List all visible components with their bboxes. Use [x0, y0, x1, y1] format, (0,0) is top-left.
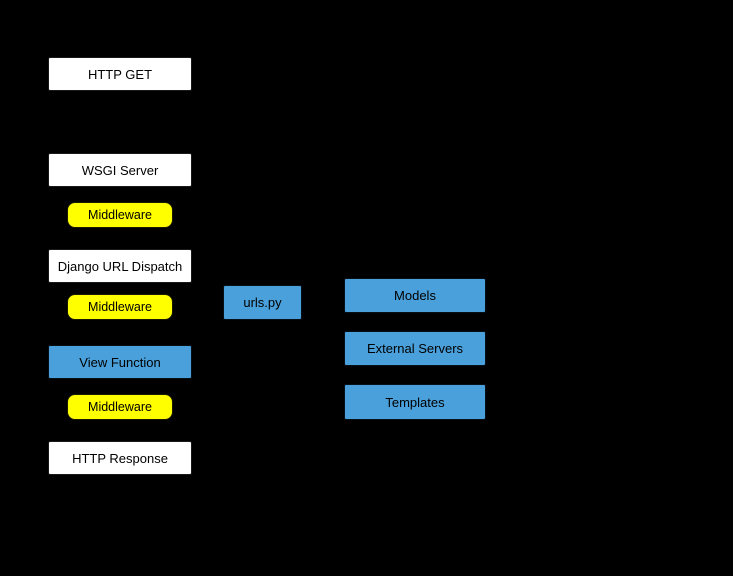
node-middleware-request-2: Middleware [67, 294, 173, 320]
node-middleware-request-1: Middleware [67, 202, 173, 228]
node-external-servers-label: External Servers [366, 341, 464, 356]
node-external-servers: External Servers [344, 331, 486, 366]
node-models-label: Models [394, 288, 436, 303]
node-urls-py-label: urls.py [243, 295, 282, 310]
node-django-url-dispatch-label: Django URL Dispatch [57, 258, 183, 274]
node-wsgi-server-label: WSGI Server [81, 162, 159, 178]
node-middleware-2-label: Middleware [88, 300, 152, 314]
node-http-get-label: HTTP GET [87, 66, 153, 82]
node-view-function-label: View Function [79, 354, 161, 370]
node-http-get: HTTP GET [48, 57, 192, 91]
node-templates-label: Templates [385, 394, 445, 410]
node-models: Models [344, 278, 486, 313]
node-middleware-1-label: Middleware [88, 208, 152, 222]
node-django-url-dispatch: Django URL Dispatch [48, 249, 192, 283]
node-middleware-3-label: Middleware [88, 400, 152, 414]
node-wsgi-server: WSGI Server [48, 153, 192, 187]
node-http-response: HTTP Response [48, 441, 192, 475]
node-http-response-label: HTTP Response [72, 450, 168, 466]
node-middleware-response: Middleware [67, 394, 173, 420]
node-view-function: View Function [48, 345, 192, 379]
node-templates: Templates [344, 384, 486, 420]
node-urls-py: urls.py [223, 285, 302, 320]
